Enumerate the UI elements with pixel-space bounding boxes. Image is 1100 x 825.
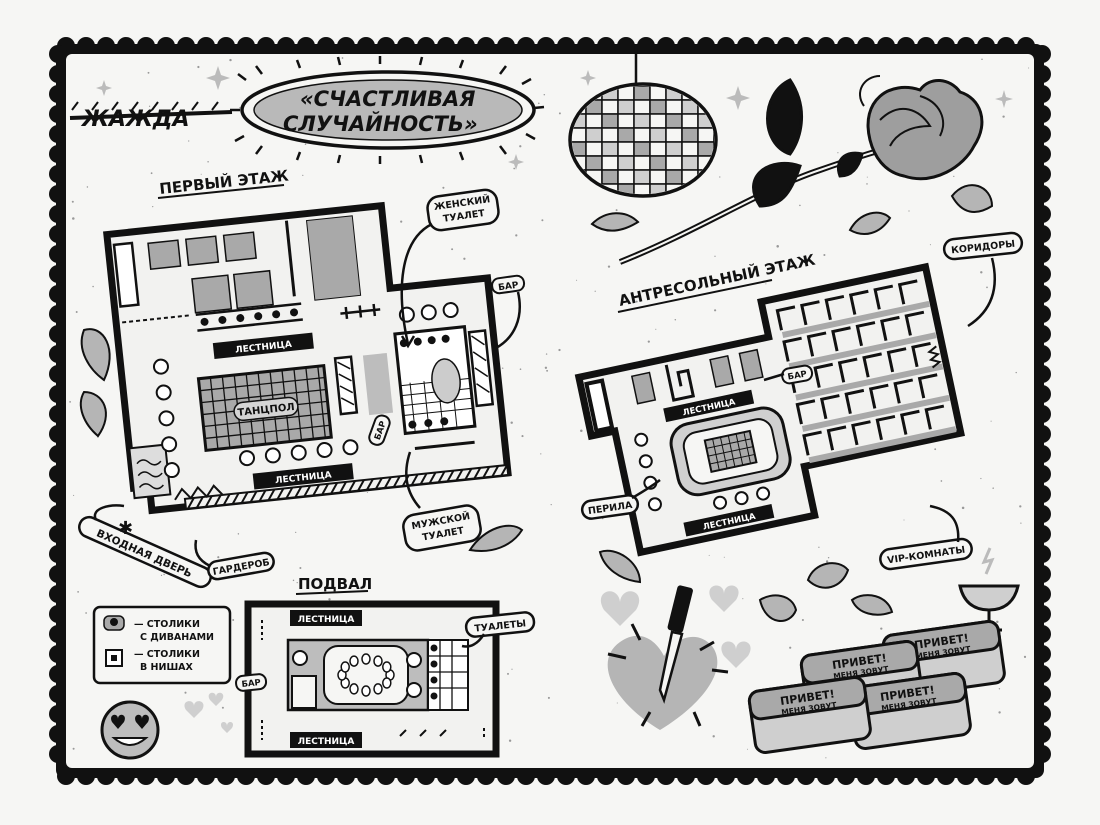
heart-eyes-emoji-icon bbox=[100, 700, 160, 760]
basement-toilets-label: ТУАЛЕТЫ bbox=[474, 618, 527, 634]
header: ЖАЖДА «СЧАСТЛИВАЯ СЛУЧАЙНОСТЬ» bbox=[69, 56, 545, 164]
basement-map: ПОДВАЛ ЛЕСТНИЦА ЛЕСТНИЦА ТУАЛЕТЫ БАР bbox=[235, 575, 536, 758]
first-floor-map: ПЕРВЫЙ ЭТАЖ bbox=[103, 165, 512, 515]
basement-bar-label: БАР bbox=[241, 678, 261, 690]
mezzanine-map: АНТРЕСОЛЬНЫЙ ЭТАЖ ЛЕСТНИЦА ЛЕСТНИЦА bbox=[574, 250, 965, 557]
name-tags: ПРИВЕТ! МЕНЯ ЗОВУТ ПРИВЕТ! МЕНЯ ЗОВУТ ПР… bbox=[747, 620, 1006, 754]
basement-stair-label-bottom: ЛЕСТНИЦА bbox=[298, 737, 355, 747]
name-tag-3: ПРИВЕТ! МЕНЯ ЗОВУТ bbox=[847, 672, 972, 750]
title-line-1: «СЧАСТЛИВАЯ bbox=[300, 87, 475, 111]
name-tag-4: ПРИВЕТ! МЕНЯ ЗОВУТ bbox=[747, 676, 872, 754]
legend-niche-line-2: В НИШАХ bbox=[140, 662, 194, 673]
svg-text:✱: ✱ bbox=[118, 518, 133, 539]
legend-sofa-line-2: С ДИВАНАМИ bbox=[140, 632, 214, 643]
legend-niche-line-1: — СТОЛИКИ bbox=[134, 649, 200, 660]
crossed-word: ЖАЖДА bbox=[80, 107, 190, 132]
sparkle-icons bbox=[96, 66, 1013, 170]
small-heart-icons bbox=[184, 692, 234, 733]
title-line-2: СЛУЧАЙНОСТЬ» bbox=[283, 111, 478, 136]
legend: — СТОЛИКИ С ДИВАНАМИ — СТОЛИКИ В НИШАХ bbox=[92, 605, 232, 685]
mezzanine-bar-label: БАР bbox=[787, 369, 808, 382]
sofa-tables bbox=[152, 302, 459, 479]
legend-sofa-line-1: — СТОЛИКИ bbox=[134, 619, 200, 630]
basement-stair-label-top: ЛЕСТНИЦА bbox=[298, 615, 355, 625]
first-bar-label-right: БАР bbox=[498, 281, 520, 294]
basement-title: ПОДВАЛ bbox=[298, 575, 372, 593]
mezzanine-callouts: КОРИДОРЫ БАР ПЕРИЛА VIP-КОМНАТЫ bbox=[580, 231, 1024, 571]
petal-icons bbox=[79, 184, 994, 622]
heart-knife-icon bbox=[600, 585, 751, 730]
rose-icon bbox=[618, 75, 984, 265]
